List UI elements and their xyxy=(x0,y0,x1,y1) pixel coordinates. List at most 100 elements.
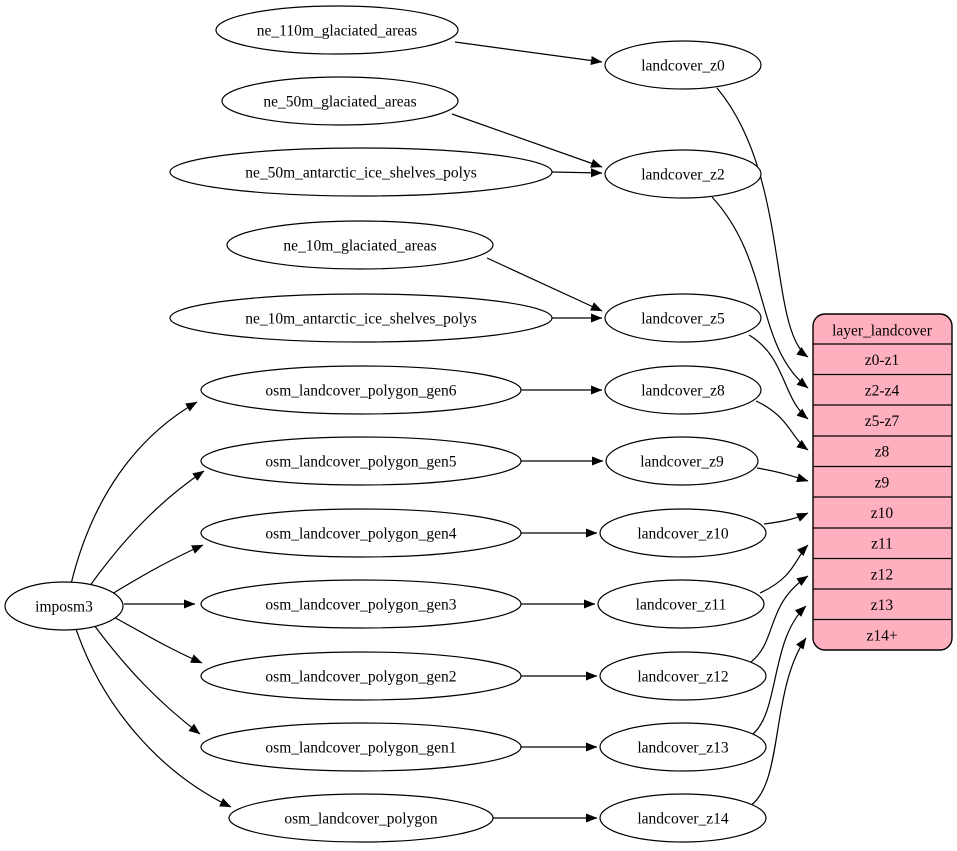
table-row-z2-z4: z2-z4 xyxy=(865,382,900,399)
edge-imposm3-to-osm_landcover_polygon_gen6 xyxy=(70,401,198,585)
node-landcover_z9-label: landcover_z9 xyxy=(640,453,724,470)
edge-ne_50m_glaciated_areas-to-landcover_z2 xyxy=(451,113,603,168)
edge-landcover_z2-to-row-z2-z4 xyxy=(711,196,809,389)
node-landcover_z2-shape xyxy=(604,149,762,199)
node-landcover_z8: landcover_z8 xyxy=(604,365,762,415)
edge-imposm3-to-osm_landcover_polygon_gen5 xyxy=(88,470,205,588)
node-osm_landcover_polygon-shape xyxy=(228,793,494,843)
edge-landcover_z8-to-row-z8 xyxy=(755,400,809,451)
node-ne_110m_glaciated_areas-label: ne_110m_glaciated_areas xyxy=(257,22,417,39)
edge-ne_50m_antarctic_ice_shelves_polys-to-landcover_z2 xyxy=(551,168,603,178)
node-landcover_z12-label: landcover_z12 xyxy=(637,668,728,685)
node-landcover_z8-label: landcover_z8 xyxy=(641,382,725,399)
table-row-z8: z8 xyxy=(875,443,890,460)
node-landcover_z2-label: landcover_z2 xyxy=(641,166,725,183)
node-landcover_z0: landcover_z0 xyxy=(604,40,762,90)
node-landcover_z2: landcover_z2 xyxy=(604,149,762,199)
node-landcover_z14-label: landcover_z14 xyxy=(637,810,728,827)
node-osm_landcover_polygon_gen3-shape xyxy=(200,579,522,629)
node-landcover_z5: landcover_z5 xyxy=(604,293,762,343)
node-landcover_z9-shape xyxy=(605,436,759,486)
node-ne_50m_antarctic_ice_shelves_polys-label: ne_50m_antarctic_ice_shelves_polys xyxy=(245,164,477,181)
node-imposm3: imposm3 xyxy=(4,581,124,631)
edge-landcover_z14-to-row-z14plus xyxy=(749,637,807,807)
table-frame xyxy=(812,313,953,651)
table-row-z5-z7: z5-z7 xyxy=(865,413,900,430)
node-ne_10m_glaciated_areas: ne_10m_glaciated_areas xyxy=(226,220,494,270)
node-landcover_z11-shape xyxy=(597,579,765,629)
table-row-z0-z1: z0-z1 xyxy=(865,352,899,369)
node-landcover_z13-shape xyxy=(599,722,767,772)
edge-imposm3-to-osm_landcover_polygon_gen4 xyxy=(111,544,204,595)
node-landcover_z0-shape xyxy=(604,40,762,90)
node-osm_landcover_polygon-label: osm_landcover_polygon xyxy=(284,810,438,827)
node-ne_110m_glaciated_areas: ne_110m_glaciated_areas xyxy=(215,5,459,55)
edge-ne_110m_glaciated_areas-to-landcover_z0 xyxy=(454,41,603,66)
node-osm_landcover_polygon_gen3: osm_landcover_polygon_gen3 xyxy=(200,579,522,629)
node-osm_landcover_polygon_gen4-shape xyxy=(200,508,522,558)
edge-landcover_z11-to-row-z11 xyxy=(759,544,809,594)
table-title: layer_landcover xyxy=(832,322,933,339)
nodes: imposm3 ne_110m_glaciated_areas ne_50m_g… xyxy=(4,5,767,843)
node-ne_10m_antarctic_ice_shelves_polys: ne_10m_antarctic_ice_shelves_polys xyxy=(169,293,553,343)
edges xyxy=(70,41,809,823)
node-osm_landcover_polygon_gen1-shape xyxy=(200,722,522,772)
node-ne_10m_glaciated_areas-label: ne_10m_glaciated_areas xyxy=(283,237,436,254)
node-landcover_z11: landcover_z11 xyxy=(597,579,765,629)
table-row-z12: z12 xyxy=(871,566,893,583)
node-landcover_z10-shape xyxy=(599,508,767,558)
node-osm_landcover_polygon_gen3-label: osm_landcover_polygon_gen3 xyxy=(265,596,456,613)
node-ne_50m_glaciated_areas: ne_50m_glaciated_areas xyxy=(221,76,459,126)
node-landcover_z14: landcover_z14 xyxy=(599,793,767,843)
node-osm_landcover_polygon_gen2-shape xyxy=(200,651,522,701)
table-row-z10: z10 xyxy=(871,505,894,522)
table-layer_landcover: layer_landcover z0-z1 z2-z4 z5-z7 z8 z9 … xyxy=(812,313,953,651)
node-osm_landcover_polygon_gen5-label: osm_landcover_polygon_gen5 xyxy=(265,453,456,470)
node-landcover_z5-shape xyxy=(604,293,762,343)
table-row-z13: z13 xyxy=(871,597,894,614)
edge-landcover_z9-to-row-z9 xyxy=(756,467,809,483)
node-osm_landcover_polygon_gen6-shape xyxy=(200,365,522,415)
node-landcover_z13: landcover_z13 xyxy=(599,722,767,772)
node-ne_10m_antarctic_ice_shelves_polys-label: ne_10m_antarctic_ice_shelves_polys xyxy=(245,310,477,327)
node-ne_50m_antarctic_ice_shelves_polys: ne_50m_antarctic_ice_shelves_polys xyxy=(169,147,553,197)
node-ne_10m_antarctic_ice_shelves_polys-shape xyxy=(169,293,553,343)
node-landcover_z10-label: landcover_z10 xyxy=(637,525,728,542)
table-row-z9: z9 xyxy=(875,474,890,491)
edge-landcover_z0-to-row-z0-z1 xyxy=(716,87,809,358)
edge-imposm3-to-osm_landcover_polygon xyxy=(75,628,232,808)
edge-imposm3-to-osm_landcover_polygon_gen2 xyxy=(111,615,203,664)
node-landcover_z5-label: landcover_z5 xyxy=(641,310,725,327)
node-landcover_z0-label: landcover_z0 xyxy=(641,57,725,74)
node-osm_landcover_polygon_gen2-label: osm_landcover_polygon_gen2 xyxy=(265,668,456,685)
edge-landcover_z13-to-row-z13 xyxy=(752,605,807,735)
node-osm_landcover_polygon_gen4-label: osm_landcover_polygon_gen4 xyxy=(265,525,456,542)
edge-landcover_z5-to-row-z5-z7 xyxy=(748,334,809,420)
node-osm_landcover_polygon_gen5-shape xyxy=(200,436,522,486)
node-imposm3-shape xyxy=(4,581,124,631)
node-ne_110m_glaciated_areas-shape xyxy=(215,5,459,55)
table-row-z14plus: z14+ xyxy=(866,627,897,644)
edge-landcover_z10-to-row-z10 xyxy=(763,512,809,525)
node-ne_50m_glaciated_areas-shape xyxy=(221,76,459,126)
node-landcover_z11-label: landcover_z11 xyxy=(636,596,727,613)
node-ne_50m_antarctic_ice_shelves_polys-shape xyxy=(169,147,553,197)
edge-imposm3-to-osm_landcover_polygon_gen1 xyxy=(93,624,201,735)
node-osm_landcover_polygon_gen4: osm_landcover_polygon_gen4 xyxy=(200,508,522,558)
node-osm_landcover_polygon_gen5: osm_landcover_polygon_gen5 xyxy=(200,436,522,486)
node-osm_landcover_polygon_gen2: osm_landcover_polygon_gen2 xyxy=(200,651,522,701)
node-landcover_z9: landcover_z9 xyxy=(605,436,759,486)
node-landcover_z12-shape xyxy=(599,651,767,701)
edge-ne_10m_glaciated_areas-to-landcover_z5 xyxy=(486,257,603,312)
node-osm_landcover_polygon_gen1: osm_landcover_polygon_gen1 xyxy=(200,722,522,772)
edge-landcover_z12-to-row-z12 xyxy=(750,575,809,663)
node-landcover_z14-shape xyxy=(599,793,767,843)
node-osm_landcover_polygon_gen1-label: osm_landcover_polygon_gen1 xyxy=(265,739,456,756)
node-imposm3-label: imposm3 xyxy=(35,598,93,615)
node-osm_landcover_polygon: osm_landcover_polygon xyxy=(228,793,494,843)
node-landcover_z12: landcover_z12 xyxy=(599,651,767,701)
node-ne_10m_glaciated_areas-shape xyxy=(226,220,494,270)
node-landcover_z10: landcover_z10 xyxy=(599,508,767,558)
